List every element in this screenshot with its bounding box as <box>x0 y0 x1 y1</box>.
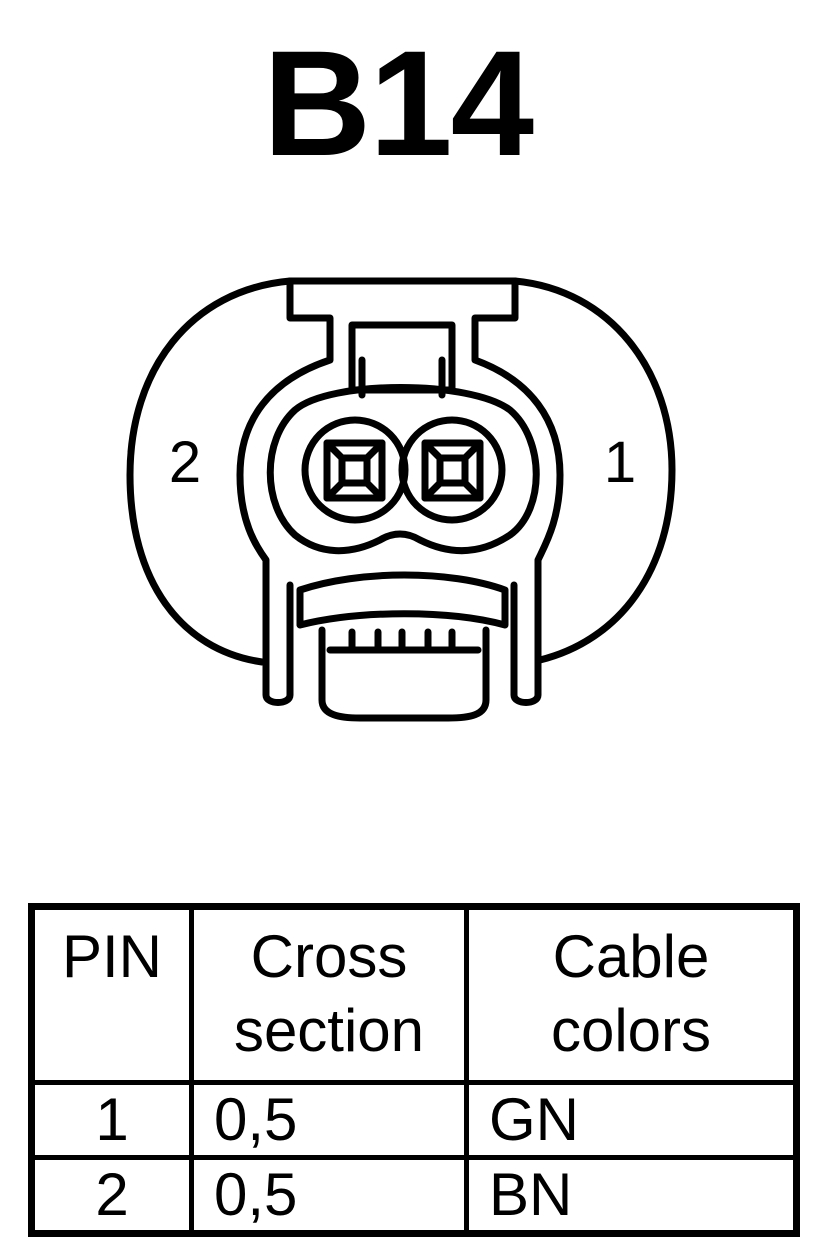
terminal-2-outer <box>323 439 386 502</box>
header-pin: PIN <box>29 904 194 1085</box>
latch-tab <box>236 277 334 706</box>
lower-plug <box>318 626 490 722</box>
header-cable-colors: Cable colors <box>464 904 799 1085</box>
cell-pin: 1 <box>29 1080 194 1160</box>
table-row: 2 0,5 BN <box>29 1155 799 1236</box>
pin-label-right: 1 <box>604 430 636 495</box>
pin-label-left: 2 <box>169 430 201 495</box>
pin-assignment-table: PIN Cross section Cable colors 1 0,5 GN … <box>28 903 800 1237</box>
connector-title: B14 <box>262 19 534 187</box>
header-cross-section: Cross section <box>189 904 469 1085</box>
cell-cable-color: BN <box>464 1155 799 1236</box>
cell-cable-color: GN <box>464 1080 799 1160</box>
connector-diagram: 2 1 <box>126 277 676 722</box>
key-window <box>348 321 456 394</box>
cell-pin: 2 <box>29 1155 194 1236</box>
lower-latch <box>296 571 509 629</box>
inner-cavity <box>266 384 540 555</box>
table-header-row: PIN Cross section Cable colors <box>29 904 799 1085</box>
cavity-1 <box>398 416 506 524</box>
connector-housing-outline <box>126 277 676 666</box>
table-row: 1 0,5 GN <box>29 1080 799 1160</box>
cell-cross-section: 0,5 <box>189 1155 469 1236</box>
terminal-1-inner <box>436 454 469 487</box>
cavity-2 <box>301 416 409 524</box>
latch-tab-right <box>471 277 564 706</box>
cell-cross-section: 0,5 <box>189 1080 469 1160</box>
terminal-1-outer <box>421 439 484 502</box>
terminal-2-inner <box>338 454 371 487</box>
